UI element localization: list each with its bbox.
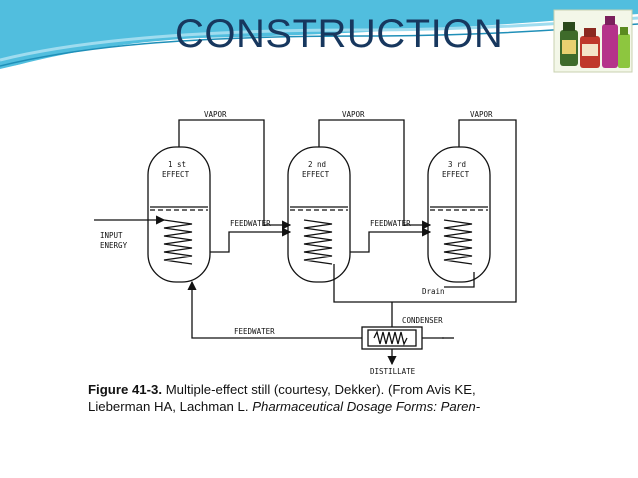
- vapor-label-2: VAPOR: [342, 110, 365, 119]
- feedwater-line-1: [210, 227, 292, 253]
- input-energy-label-2: ENERGY: [100, 241, 128, 250]
- effect-2-number: 2 nd: [308, 160, 326, 169]
- vapor-label-1: VAPOR: [204, 110, 227, 119]
- figure-caption-line-2: Lieberman HA, Lachman L. Pharmaceutical …: [88, 399, 480, 414]
- effect-2-coil: [303, 219, 333, 265]
- effect-3-coil: [443, 219, 473, 265]
- effect-1-coil: [163, 219, 193, 265]
- caption-italic-title: Pharmaceutical Dosage Forms: Paren-: [252, 399, 481, 414]
- distillate-label: DISTILLATE: [370, 367, 416, 376]
- feedwater-line-2: [350, 227, 432, 253]
- input-energy-label-1: INPUT: [100, 231, 123, 240]
- effect-3-number: 3 rd: [448, 160, 466, 169]
- feedwater-label-2: FEEDWATER: [370, 219, 411, 228]
- figure-caption-line-1: Figure 41-3. Multiple-effect still (cour…: [88, 382, 476, 397]
- medicine-bottles-icon: [553, 9, 633, 73]
- effect-1-label: EFFECT: [162, 170, 190, 179]
- caption-text-1: Multiple-effect still (courtesy, Dekker)…: [162, 382, 476, 397]
- drain-label: Drain: [422, 287, 445, 296]
- slide-title: CONSTRUCTION: [175, 12, 504, 56]
- condenser-label: CONDENSER: [402, 316, 443, 325]
- effect-3-label: EFFECT: [442, 170, 470, 179]
- vapor-line-1: [178, 119, 292, 230]
- vapor-line-2: [318, 119, 432, 230]
- figure-number: Figure 41-3.: [88, 382, 163, 397]
- multiple-effect-still-diagram: VAPOR VAPOR VAPOR 1 st EFFECT 2 nd EFFEC…: [94, 110, 517, 376]
- figure-panel: VAPOR VAPOR VAPOR 1 st EFFECT 2 nd EFFEC…: [64, 92, 541, 418]
- feedwater-label-1: FEEDWATER: [230, 219, 271, 228]
- vapor-line-3: [458, 119, 517, 303]
- effect-1-number: 1 st: [168, 160, 186, 169]
- vapor-label-3: VAPOR: [470, 110, 493, 119]
- caption-text-2: Lieberman HA, Lachman L.: [88, 399, 253, 414]
- feedwater-label-3: FEEDWATER: [234, 327, 275, 336]
- effect-2-label: EFFECT: [302, 170, 330, 179]
